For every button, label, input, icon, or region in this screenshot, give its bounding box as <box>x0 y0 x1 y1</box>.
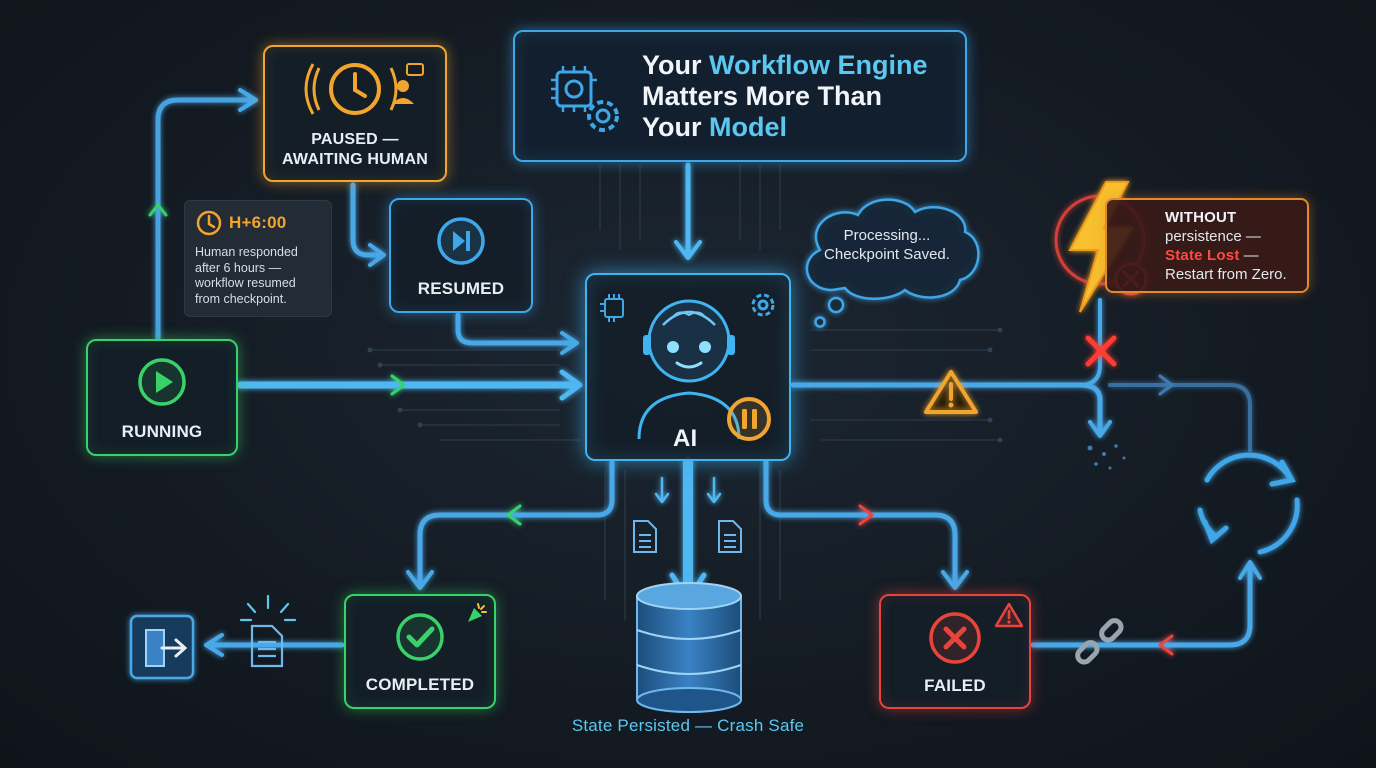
warning-line-1: WITHOUT <box>1165 208 1237 226</box>
note-line-4: from checkpoint. <box>195 291 287 306</box>
warning-line-3-suffix: — <box>1239 246 1259 264</box>
ai-chip-icon <box>600 294 624 322</box>
note-clock-icon <box>196 210 222 236</box>
note-line-1: Human responded <box>195 245 298 259</box>
broken-link-icon <box>1075 618 1124 665</box>
gear-icon <box>751 293 775 317</box>
title-line1-a: Your <box>642 50 709 80</box>
cloud-icon <box>805 198 980 328</box>
person-chat-icon <box>392 62 424 104</box>
ai-label: AI <box>673 425 698 452</box>
storage-caption: State Persisted — Crash Safe <box>571 716 805 735</box>
arrow-ai-to-failed <box>763 459 958 588</box>
state-completed: COMPLETED <box>344 594 496 709</box>
state-paused-label-line2: AWAITING HUMAN <box>282 150 428 168</box>
warning-line-4: Restart from Zero. <box>1165 265 1287 283</box>
title-panel <box>513 30 967 162</box>
state-failed-label: FAILED <box>924 675 986 695</box>
party-popper-icon <box>468 603 487 622</box>
refresh-cycle-icon <box>1197 452 1300 555</box>
title-line3-a: Your <box>642 112 709 142</box>
checkpoint-note: H+6:00 Human responded after 6 hours — w… <box>184 200 332 317</box>
document-icon <box>633 520 742 553</box>
title-line2: Matters More Than <box>642 81 883 111</box>
title-highlight-workflow-engine: Workflow Engine <box>709 50 928 80</box>
sparkle-icon <box>239 594 297 622</box>
note-line-3: workflow resumed <box>195 276 296 290</box>
chip-gear-icon <box>551 66 619 132</box>
arrow-paused-to-resumed <box>350 182 385 258</box>
ai-engine-node: AI <box>585 273 791 461</box>
state-failed: FAILED <box>879 594 1031 709</box>
check-icon <box>396 612 444 661</box>
pause-icon <box>727 397 771 441</box>
title-highlight-model: Model <box>709 112 787 142</box>
cut-x-icon <box>1085 335 1117 367</box>
state-running-label: RUNNING <box>121 421 203 441</box>
note-line-2: after 6 hours — <box>195 260 282 275</box>
state-paused-label-line1: PAUSED — <box>311 130 399 148</box>
x-icon <box>929 611 981 664</box>
state-completed-label: COMPLETED <box>365 674 475 694</box>
warning-panel: WITHOUT persistence — State Lost — Resta… <box>1105 198 1309 293</box>
state-paused: PAUSED — AWAITING HUMAN <box>263 45 447 182</box>
skip-forward-icon <box>437 216 485 265</box>
completed-document-icon <box>250 624 284 668</box>
thought-line-2: Checkpoint Saved. <box>824 246 950 263</box>
warning-state-lost: State Lost <box>1165 246 1240 264</box>
warning-line-2: persistence — <box>1165 227 1261 245</box>
state-resumed-label: RESUMED <box>417 278 505 298</box>
play-icon <box>138 357 186 406</box>
arrow-resumed-to-ai <box>455 312 578 346</box>
clock-icon <box>304 62 424 115</box>
thought-bubble-text: Processing... Checkpoint Saved. <box>812 226 962 264</box>
state-running: RUNNING <box>86 339 238 456</box>
arrow-ai-to-completed <box>417 459 615 588</box>
warning-triangle-icon <box>924 370 978 414</box>
state-resumed: RESUMED <box>389 198 533 313</box>
failed-warning-icon <box>995 602 1023 628</box>
robot-icon <box>600 293 775 441</box>
thought-line-1: Processing... <box>843 227 931 244</box>
arrow-running-to-paused <box>155 97 258 341</box>
page-title: Your Workflow Engine Matters More Than Y… <box>642 50 962 143</box>
arrow-failed-to-retry <box>1030 562 1253 648</box>
exit-icon <box>129 614 195 680</box>
database-icon <box>636 582 742 713</box>
note-time: H+6:00 <box>229 213 287 232</box>
